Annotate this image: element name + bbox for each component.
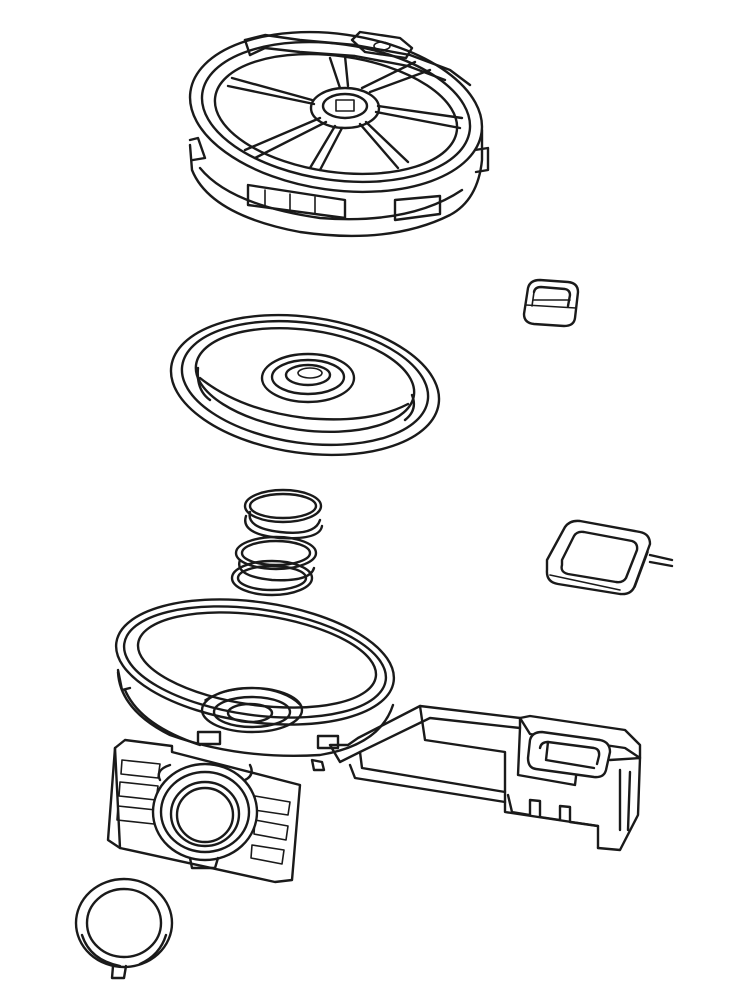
top-cover — [188, 30, 490, 238]
outlet-flange — [106, 738, 302, 884]
o-ring — [74, 877, 174, 980]
valve-housing — [114, 598, 642, 852]
diaphragm — [169, 313, 441, 457]
square-seal-small — [522, 278, 580, 328]
square-seal-large — [545, 519, 674, 596]
spring — [230, 488, 324, 597]
